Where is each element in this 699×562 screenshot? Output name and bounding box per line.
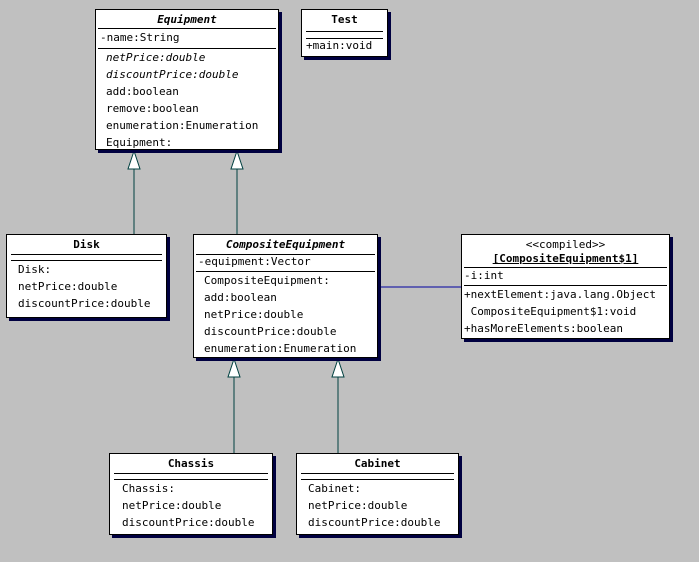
operation: discountPrice:double — [308, 516, 441, 529]
divider — [306, 38, 383, 39]
class-name-anon: [CompositeEquipment$1] — [492, 252, 639, 265]
operation: CompositeEquipment$1:void — [464, 305, 637, 318]
inheritance-arrow-chassis — [227, 357, 241, 378]
operation: discountPrice:double — [18, 297, 151, 310]
divider — [196, 254, 375, 255]
operations-cabinet: Cabinet: netPrice:double discountPrice:d… — [297, 480, 458, 533]
operation: Cabinet: — [308, 482, 361, 495]
operation: +main:void — [306, 39, 373, 52]
divider — [11, 260, 162, 261]
class-chassis[interactable]: Chassis Chassis: netPrice:double discoun… — [109, 453, 273, 535]
divider — [196, 271, 375, 272]
operation: Equipment: — [106, 136, 173, 149]
divider — [98, 48, 276, 49]
operation: netPrice:double — [122, 499, 222, 512]
class-name-test: Test — [331, 13, 358, 26]
operation: add:boolean — [106, 85, 179, 98]
operation: +nextElement:java.lang.Object — [464, 288, 657, 301]
operation: enumeration:Enumeration — [106, 119, 259, 132]
class-name-cabinet: Cabinet — [354, 457, 401, 470]
operation: netPrice:double — [308, 499, 408, 512]
divider — [301, 473, 454, 474]
class-composite-equipment[interactable]: CompositeEquipment -equipment:Vector Com… — [193, 234, 378, 358]
divider — [464, 267, 667, 268]
operation: remove:boolean — [106, 102, 199, 115]
operations-disk: Disk: netPrice:double discountPrice:doub… — [7, 261, 166, 314]
class-cabinet[interactable]: Cabinet Cabinet: netPrice:double discoun… — [296, 453, 459, 535]
operations-composite: CompositeEquipment: add:boolean netPrice… — [194, 272, 377, 359]
operation: Disk: — [18, 263, 52, 276]
operation: discountPrice:double — [204, 325, 337, 338]
divider — [114, 479, 268, 480]
class-name-composite-equipment: CompositeEquipment — [225, 238, 346, 251]
operation: +hasMoreElements:boolean — [464, 322, 623, 335]
attributes-composite: -equipment:Vector — [194, 255, 377, 271]
inheritance-arrow-cabinet — [331, 357, 345, 378]
divider — [301, 479, 454, 480]
attributes-anon: -i:int — [462, 268, 669, 285]
divider — [464, 285, 667, 286]
operation: netPrice:double — [106, 51, 206, 64]
operation: netPrice:double — [18, 280, 118, 293]
class-composite-equipment-anon[interactable]: <<compiled>> [CompositeEquipment$1] -i:i… — [461, 234, 670, 339]
operation: discountPrice:double — [122, 516, 255, 529]
attribute: -i:int — [464, 269, 504, 282]
class-name-disk: Disk — [73, 238, 100, 251]
operations-chassis: Chassis: netPrice:double discountPrice:d… — [110, 480, 272, 533]
operation: netPrice:double — [204, 308, 304, 321]
divider — [306, 31, 383, 32]
inheritance-arrow-composite — [230, 149, 244, 170]
operations-anon: +nextElement:java.lang.Object CompositeE… — [462, 286, 669, 339]
inheritance-arrow-disk — [127, 149, 141, 170]
operation: discountPrice:double — [106, 68, 239, 81]
attributes-equipment: -name:String — [96, 29, 278, 48]
class-name-chassis: Chassis — [167, 457, 215, 470]
stereotype-label: <<compiled>> — [525, 238, 606, 251]
class-test[interactable]: Test +main:void — [301, 9, 388, 57]
operations-test: +main:void — [302, 39, 387, 55]
operation: add:boolean — [204, 291, 277, 304]
class-name-equipment: Equipment — [157, 13, 217, 26]
divider — [114, 473, 268, 474]
operation: CompositeEquipment: — [204, 274, 330, 287]
divider — [11, 254, 162, 255]
divider — [98, 28, 276, 29]
operations-equipment: netPrice:double discountPrice:double add… — [96, 49, 278, 153]
operation: Chassis: — [122, 482, 175, 495]
attribute: -name:String — [100, 31, 180, 44]
class-disk[interactable]: Disk Disk: netPrice:double discountPrice… — [6, 234, 167, 318]
class-equipment[interactable]: Equipment -name:String netPrice:double d… — [95, 9, 279, 150]
operation: enumeration:Enumeration — [204, 342, 357, 355]
attribute: -equipment:Vector — [198, 255, 311, 268]
